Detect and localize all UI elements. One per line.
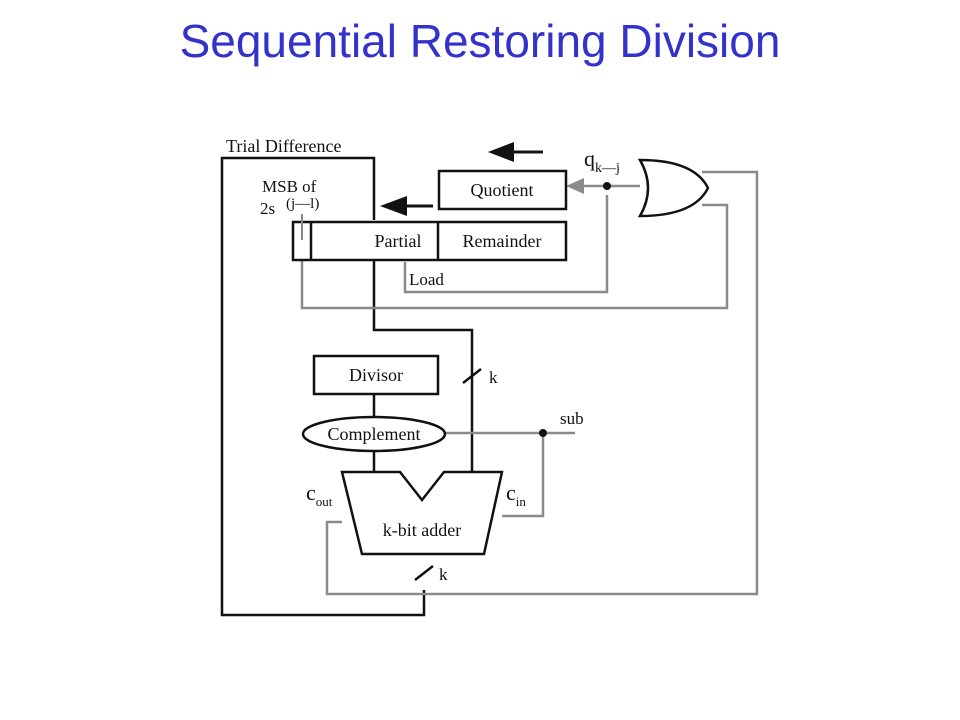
msb-label-line2: 2s <box>260 199 275 218</box>
sub-to-cin-wire <box>502 433 545 518</box>
remainder-to-adder-wire <box>372 260 474 472</box>
msb-label-line1: MSB of <box>262 177 317 196</box>
trial-difference-wire <box>220 156 426 617</box>
remainder-shift-arrow-icon <box>380 196 433 216</box>
k-bit-adder <box>340 470 504 556</box>
load-label: Load <box>409 270 444 289</box>
cin-label: cin <box>506 480 526 509</box>
quotient-register <box>437 169 568 211</box>
slide-title: Sequential Restoring Division <box>179 15 781 67</box>
adder-label: k-bit adder <box>383 520 461 540</box>
k-label-top: k <box>489 368 498 387</box>
quotient-shift-arrow-icon <box>488 142 543 162</box>
cout-subscript: out <box>316 494 333 509</box>
divisor-label: Divisor <box>349 365 403 385</box>
quotient-input-arrowhead <box>566 178 584 194</box>
load-wire <box>403 195 609 294</box>
partial-label: Partial <box>375 231 422 251</box>
q-subscript: k—j <box>595 161 620 176</box>
k-label-bottom: k <box>439 565 448 584</box>
partial-remainder-register <box>291 220 568 262</box>
cout-label: cout <box>306 480 333 509</box>
cout-to-or-wire <box>325 170 759 596</box>
or-gate <box>637 158 710 218</box>
quotient-label: Quotient <box>471 180 534 200</box>
bus-slash-top <box>462 368 482 384</box>
sub-junction-dot <box>539 429 547 437</box>
divisor-register <box>312 354 440 396</box>
complement-label: Complement <box>328 424 421 444</box>
msb-to-or-wire <box>300 203 729 310</box>
cin-subscript: in <box>516 494 527 509</box>
q-label: qk—j <box>584 146 620 176</box>
bus-slash-bottom <box>414 565 434 581</box>
complement-unit <box>301 415 447 453</box>
remainder-label: Remainder <box>463 231 542 251</box>
sub-label: sub <box>560 409 584 428</box>
q-junction-dot <box>603 182 611 190</box>
trial-difference-label: Trial Difference <box>226 136 341 156</box>
msb-index-label: (j—l) <box>286 196 319 212</box>
